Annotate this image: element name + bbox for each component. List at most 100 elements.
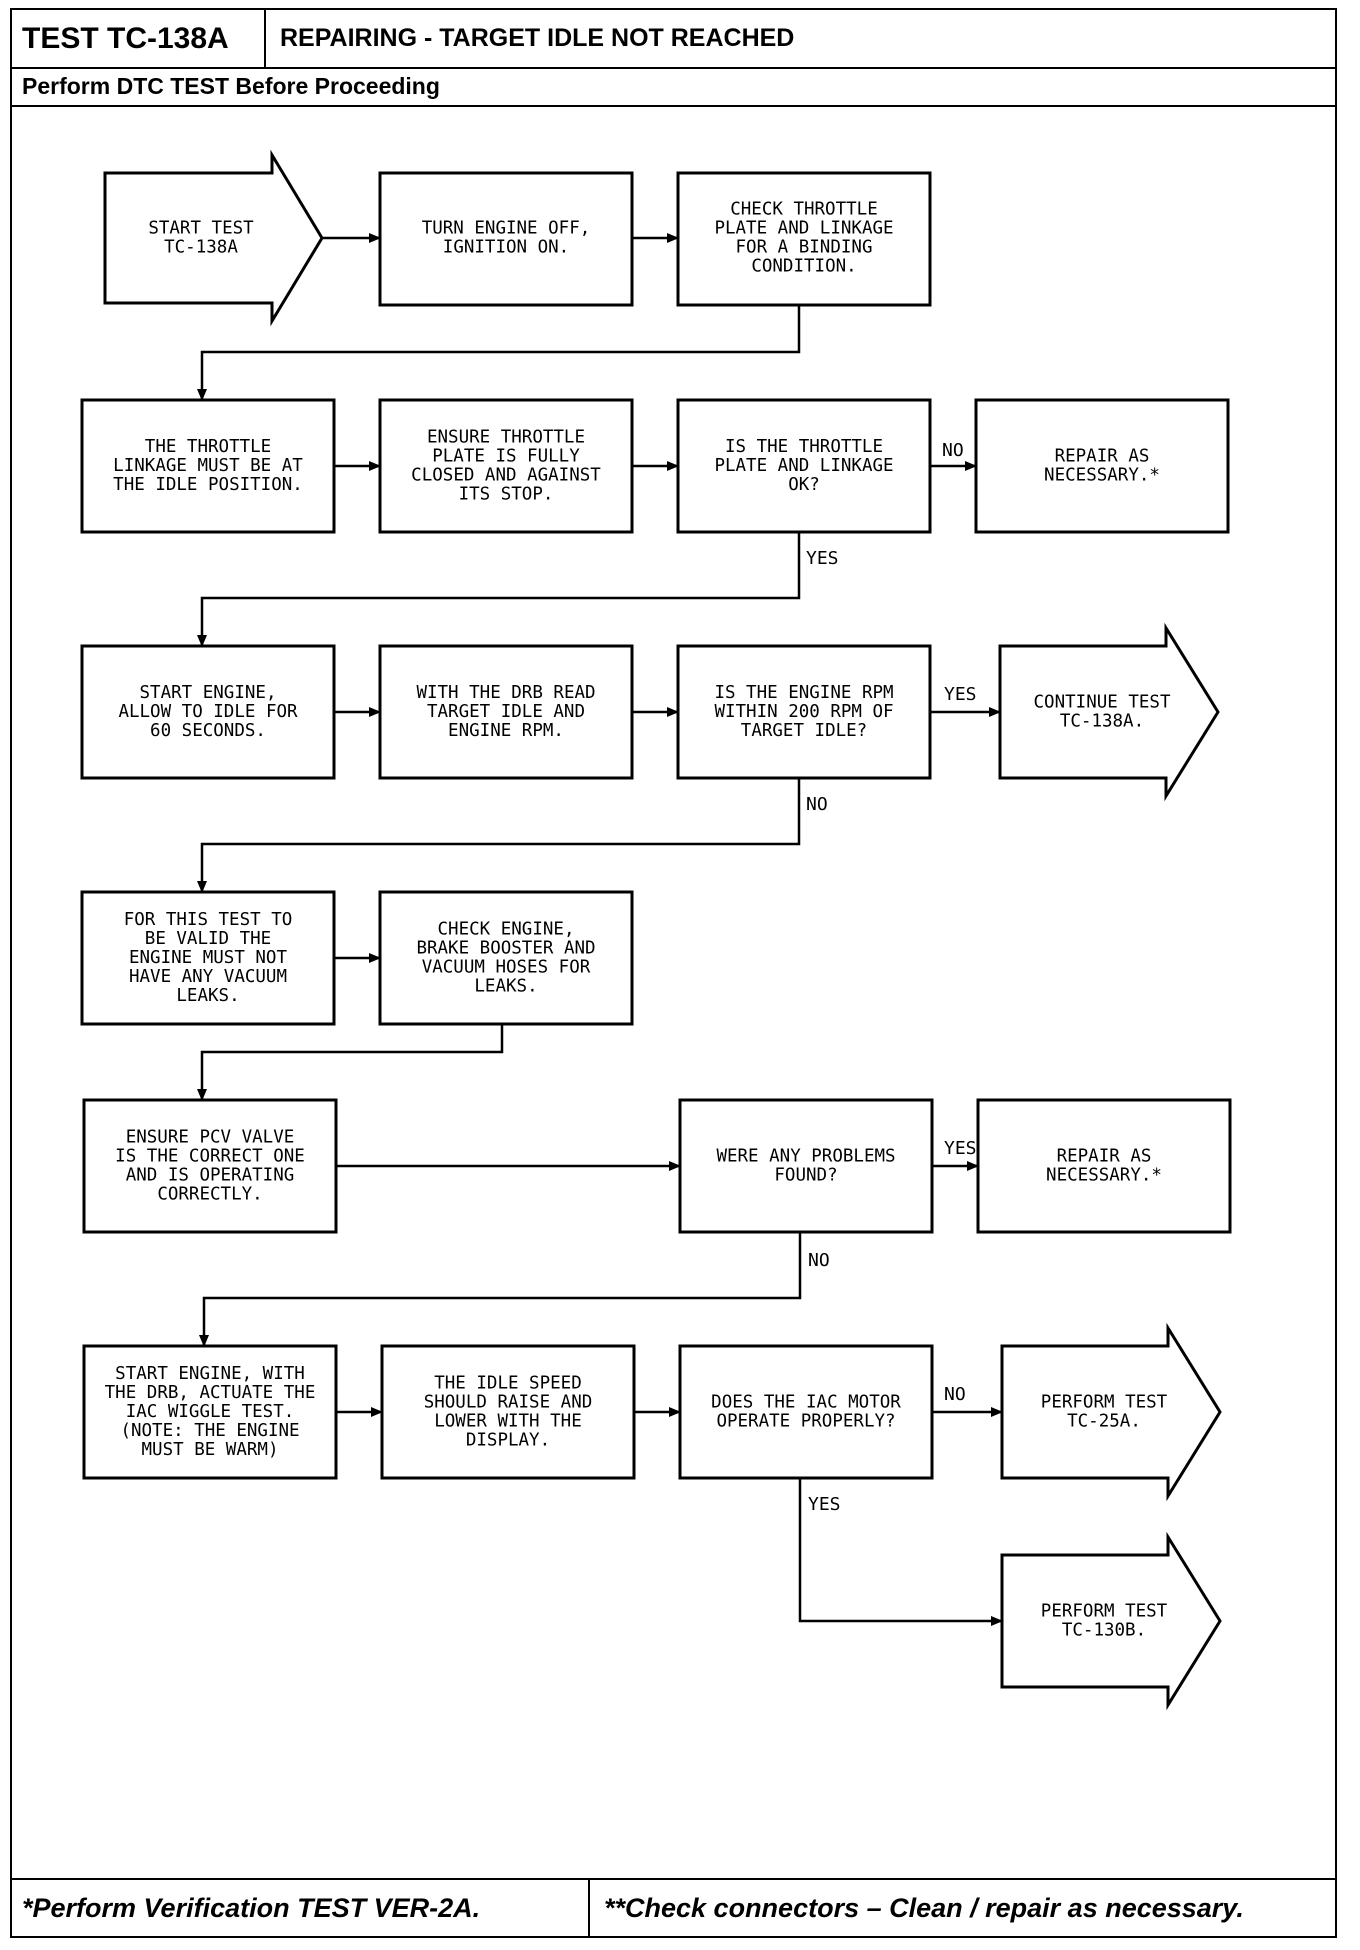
check-throttle-text-line: CONDITION. <box>751 257 856 277</box>
idle-speed-text-line: DISPLAY. <box>466 1431 550 1451</box>
connector-iac-to-perform-130b <box>798 1478 1003 1626</box>
drb-read-text-line: TARGET IDLE AND <box>427 702 585 722</box>
edge-label-no: NO <box>808 1250 830 1271</box>
ensure-plate-text-line: ENSURE THROTTLE <box>427 428 585 448</box>
vacuum-leaks-box <box>80 890 336 1026</box>
iac-wiggle-box <box>82 1344 338 1480</box>
iac-wiggle-text-line: IAC WIGGLE TEST. <box>126 1402 295 1422</box>
start-text-line: TC-138A <box>164 238 238 258</box>
check-hoses-text-line: BRAKE BOOSTER AND <box>416 939 595 959</box>
check-throttle-text-line: CHECK THROTTLE <box>730 200 878 220</box>
start-text-line: START TEST <box>148 219 254 239</box>
ensure-plate-text-line: ITS STOP. <box>459 485 554 505</box>
start-engine-box <box>80 644 336 780</box>
plate-ok-text-line: PLATE AND LINKAGE <box>714 456 893 476</box>
perform-25a-text-line: TC-25A. <box>1067 1412 1141 1432</box>
connector-check-throttle-to-linkage <box>197 305 801 401</box>
check-hoses-text-line: CHECK ENGINE, <box>438 920 575 940</box>
vacuum-leaks-text-line: ENGINE MUST NOT <box>129 948 288 968</box>
problems-found-box <box>678 1098 934 1234</box>
check-throttle-text-line: PLATE AND LINKAGE <box>714 219 893 239</box>
iac-operate-text-line: OPERATE PROPERLY? <box>716 1412 895 1432</box>
iac-operate-box <box>678 1344 934 1480</box>
idle-speed-box <box>380 1344 636 1480</box>
connector-rpm-to-vacuum-leaks <box>197 778 801 893</box>
header-row: TEST TC-138A REPAIRING - TARGET IDLE NOT… <box>12 10 1335 69</box>
drb-read-box <box>378 644 634 780</box>
edge-label-no: NO <box>806 794 828 815</box>
repair-2-text-line: NECESSARY.* <box>1046 1166 1162 1186</box>
continue-text-line: TC-138A. <box>1060 712 1144 732</box>
edge-label-no: NO <box>942 440 964 461</box>
idle-speed-text-line: SHOULD RAISE AND <box>424 1393 593 1413</box>
pcv-valve-text-line: AND IS OPERATING <box>126 1166 295 1186</box>
plate-ok-text-line: IS THE THROTTLE <box>725 437 883 457</box>
rpm-within-text-line: WITHIN 200 RPM OF <box>714 702 893 722</box>
iac-wiggle-text-line: THE DRB, ACTUATE THE <box>105 1383 316 1403</box>
test-id: TEST TC-138A <box>12 10 266 67</box>
drb-read-text-line: WITH THE DRB READ <box>416 683 595 703</box>
pcv-valve-text-line: IS THE CORRECT ONE <box>115 1147 305 1167</box>
pcv-valve-text-line: CORRECTLY. <box>157 1185 262 1205</box>
start-test-arrow <box>103 149 324 327</box>
start-engine-text-line: START ENGINE, <box>140 683 277 703</box>
vacuum-leaks-text-line: FOR THIS TEST TO <box>124 910 293 930</box>
check-hoses-text-line: LEAKS. <box>474 977 537 997</box>
start-engine-text-line: 60 SECONDS. <box>150 721 266 741</box>
plate-ok-text-line: OK? <box>788 475 820 495</box>
vacuum-leaks-text-line: HAVE ANY VACUUM <box>129 967 287 987</box>
continue-text-line: CONTINUE TEST <box>1034 693 1171 713</box>
perform-25a-text-line: PERFORM TEST <box>1041 1393 1168 1413</box>
edge-label-yes: YES <box>806 548 839 569</box>
vacuum-leaks-text-line: BE VALID THE <box>145 929 271 949</box>
continue-test-arrow <box>998 622 1220 802</box>
engine-off-box <box>378 171 634 307</box>
connector-check-hoses-to-pcv <box>197 1024 504 1101</box>
iac-wiggle-text-line: START ENGINE, WITH <box>115 1364 305 1384</box>
flowchart-sheet: TEST TC-138A REPAIRING - TARGET IDLE NOT… <box>10 8 1337 1938</box>
iac-wiggle-text-line: MUST BE WARM) <box>142 1440 279 1460</box>
repair-1-text-line: NECESSARY.* <box>1044 466 1160 486</box>
perform-130b-arrow <box>1000 1531 1222 1711</box>
check-throttle-box <box>676 171 932 307</box>
linkage-idle-text-line: LINKAGE MUST BE AT <box>113 456 303 476</box>
iac-wiggle-text-line: (NOTE: THE ENGINE <box>120 1421 299 1441</box>
problems-found-text-line: FOUND? <box>774 1166 837 1186</box>
subtitle: Perform DTC TEST Before Proceeding <box>12 67 1335 107</box>
check-hoses-text-line: VACUUM HOSES FOR <box>422 958 591 978</box>
edge-label-yes: YES <box>944 1138 977 1159</box>
check-hoses-box <box>378 890 634 1026</box>
idle-speed-text-line: THE IDLE SPEED <box>434 1374 582 1394</box>
connector-plate-ok-to-start-engine <box>197 532 801 647</box>
idle-speed-text-line: LOWER WITH THE <box>434 1412 582 1432</box>
edge-label-yes: YES <box>944 684 977 705</box>
iac-operate-text-line: DOES THE IAC MOTOR <box>711 1393 901 1413</box>
drb-read-text-line: ENGINE RPM. <box>448 721 564 741</box>
linkage-idle-box <box>80 398 336 534</box>
ensure-plate-text-line: PLATE IS FULLY <box>432 447 580 467</box>
pcv-valve-text-line: ENSURE PCV VALVE <box>126 1128 295 1148</box>
edge-labels: NO YES YES NO YES NO NO YES <box>806 440 977 1515</box>
test-title: REPAIRING - TARGET IDLE NOT REACHED <box>280 24 795 52</box>
engine-off-text-line: TURN ENGINE OFF, <box>422 219 591 239</box>
footer-note-right: **Check connectors – Clean / repair as n… <box>604 1892 1244 1923</box>
check-throttle-text-line: FOR A BINDING <box>736 238 873 258</box>
connector-problems-to-iac-wiggle <box>199 1232 802 1347</box>
footer: *Perform Verification TEST VER-2A. **Che… <box>12 1878 1335 1936</box>
start-engine-text-line: ALLOW TO IDLE FOR <box>118 702 298 722</box>
pcv-valve-box <box>82 1098 338 1234</box>
perform-25a-arrow <box>1000 1322 1222 1502</box>
edge-label-no: NO <box>944 1384 966 1405</box>
plate-ok-box <box>676 398 932 534</box>
perform-130b-text-line: PERFORM TEST <box>1041 1602 1168 1622</box>
ensure-plate-text-line: CLOSED AND AGAINST <box>411 466 601 486</box>
edge-label-yes: YES <box>808 1494 841 1515</box>
connectors <box>197 233 1003 1626</box>
repair-2-text-line: REPAIR AS <box>1057 1147 1152 1167</box>
engine-off-text-line: IGNITION ON. <box>443 238 569 258</box>
rpm-within-text-line: IS THE ENGINE RPM <box>714 683 893 703</box>
ensure-plate-box <box>378 398 634 534</box>
footer-note-left: *Perform Verification TEST VER-2A. <box>12 1880 590 1936</box>
